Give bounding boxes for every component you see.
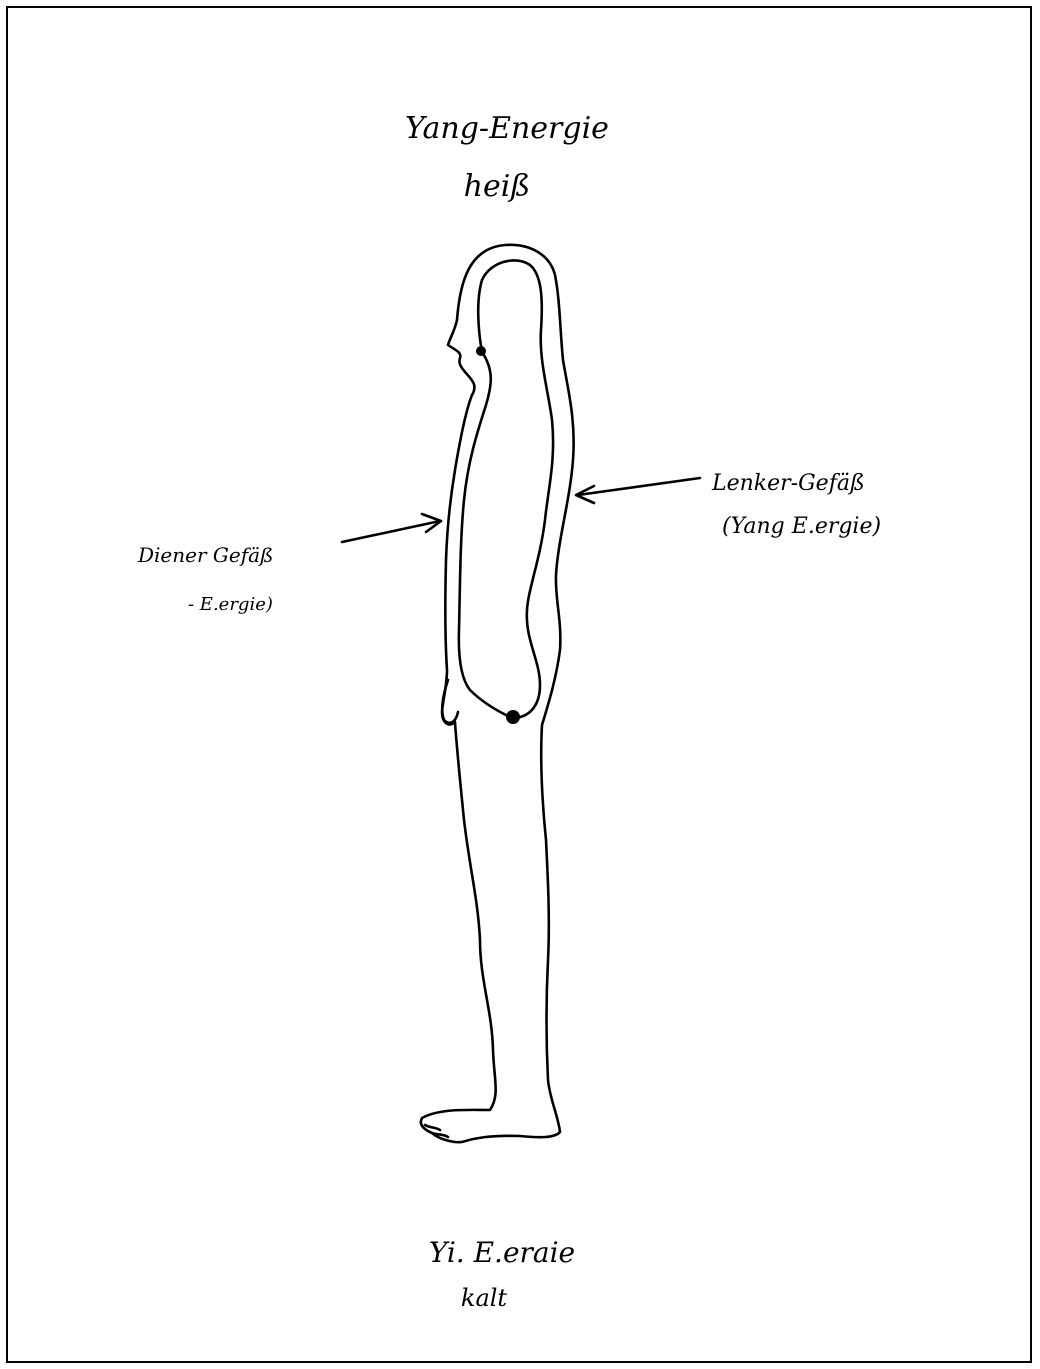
- yang-energy-title: Yang-Energie: [405, 111, 609, 146]
- yang-hot-label: heiß: [464, 169, 531, 204]
- conception-vessel-label: Diener Gefäß: [137, 543, 273, 567]
- yin-energy-title: Yi. E.eraie: [429, 1236, 575, 1269]
- mouth-point-marker: [476, 346, 486, 356]
- governor-vessel-label: Lenker-Gefäß: [711, 471, 865, 496]
- conception-vessel-sublabel: - E.ergie): [188, 594, 273, 615]
- perineum-point-marker: [506, 710, 520, 724]
- governor-vessel-arrow: [576, 478, 700, 503]
- conception-vessel-arrow: [342, 514, 441, 542]
- meridian-loop: [459, 260, 553, 718]
- governor-vessel-sublabel: (Yang E.ergie): [722, 514, 881, 539]
- yin-cold-label: kalt: [461, 1284, 508, 1312]
